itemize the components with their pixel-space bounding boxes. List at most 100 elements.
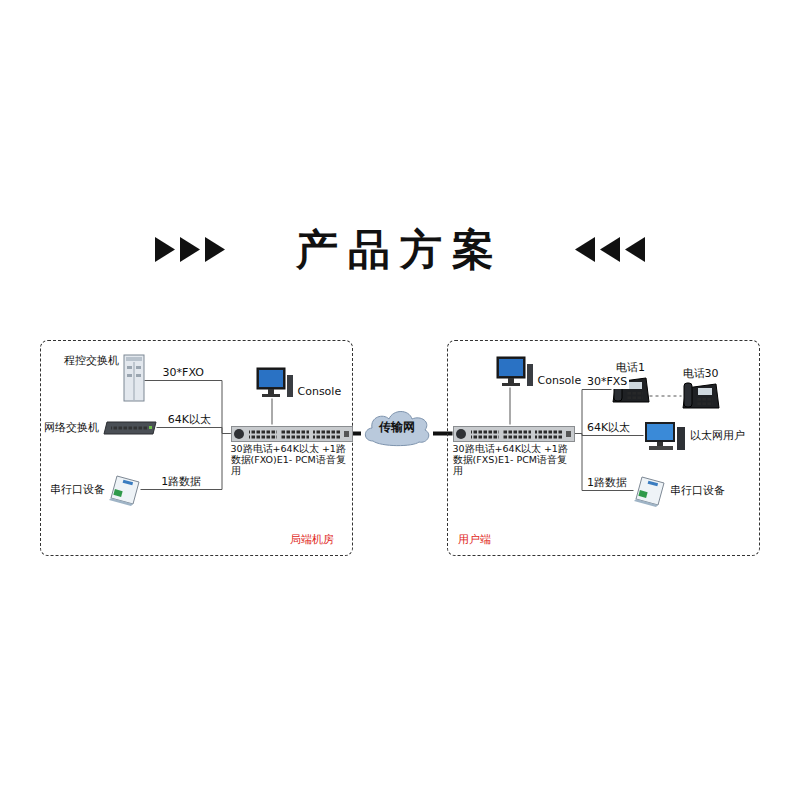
drawing-part [365,412,428,446]
drawing-part [127,366,132,369]
drawing-part [649,446,673,450]
drawing-part [127,374,132,377]
drawing-part [508,378,514,383]
drawing-part [647,424,673,440]
device-label: Console [298,385,342,398]
drawing-part [453,426,574,441]
drawing-part [205,237,225,262]
drawing-part [575,237,595,262]
console-pc: Console [256,367,342,399]
device-icon [256,367,294,399]
drawing-part [697,398,713,405]
pcm-multiplexer: 30路电话+64K以太 +1路数据(FXS)E1- PCM语音复用 [453,425,575,477]
connector [353,432,362,436]
drawing-part [262,394,280,397]
device-icon [634,475,666,507]
network-switch: 网络交换机 [44,421,157,435]
drawing-part [625,237,645,262]
drawing-part [503,429,531,439]
device-label: 程控交换机 [64,354,119,367]
region-label: 局端机房 [290,532,334,547]
connector [157,428,231,434]
drawing-part [502,383,520,386]
connector [510,388,511,425]
connector [145,381,231,434]
connector [141,434,231,490]
edge-label: 1路数据 [585,477,629,489]
drawing-part [638,490,647,498]
connector [433,432,453,436]
connector [575,434,634,491]
drawing-part [698,388,712,395]
drawing-part [104,422,156,434]
site-region: 用户端 30路电话+64K以太 +1路数据(FXS)E1- PCM语音复用 Cons… [447,340,760,556]
device-icon [682,382,720,410]
drawing-part [499,359,523,376]
drawing-part [600,237,620,262]
pbx-device: 程控交换机 [64,354,145,402]
transport-cloud: 传输网 [361,407,433,447]
drawing-part [527,364,533,386]
device-icon [109,474,141,506]
device-label: 网络交换机 [44,421,99,434]
drawing-part [180,237,200,262]
multiplexer-chassis [453,425,575,443]
drawing-part [627,392,643,399]
drawing-part [281,429,309,439]
drawing-part [122,479,132,484]
drawing-part [259,370,283,387]
drawing-part [566,431,571,437]
device-icon [496,356,534,388]
drawing-part [257,368,285,389]
drawing-part [683,384,719,408]
device-label: 电话30 [683,367,719,380]
serial-device: 串行口设备 [634,475,725,507]
device-icon [123,354,145,402]
drawing-part [155,237,175,262]
drawing-part [684,383,692,407]
device-icon [103,421,157,435]
edge-label: 64K以太 [585,422,632,434]
drawing-part [136,366,141,369]
edge-label: 30*FXS [585,376,629,388]
device-label: 串行口设备 [50,483,105,496]
drawing-part [677,427,685,450]
region-label: 用户端 [458,532,491,547]
ethernet-user: 以太网用户 [644,421,745,451]
drawing-part [234,429,244,439]
device-caption: 30路电话+64K以太 +1路数据(FXS)E1- PCM语音复用 [453,443,575,477]
telephone: 电话30 [682,367,720,410]
device-label: Console [538,374,582,387]
drawing-part [149,426,152,429]
drawing-part [136,374,141,377]
drawing-part [231,426,352,441]
device-icon [644,421,686,451]
device-label: 电话1 [616,361,645,374]
connector [650,396,682,397]
drawing-part [634,499,658,507]
drawing-part [497,357,525,378]
drawing-part [111,426,147,430]
edge-label: 1路数据 [159,476,203,488]
drawing-part [647,480,657,485]
edge-label: 64K以太 [166,414,213,426]
drawing-part [113,489,122,497]
drawing-part [535,429,563,439]
drawing-part [124,355,144,401]
connector [272,399,273,425]
drawing-part [456,429,466,439]
drawing-part [645,422,675,442]
pcm-multiplexer: 30路电话+64K以太 +1路数据(FXO)E1- PCM语音复用 [231,425,353,477]
title: 产品方案 [0,222,800,278]
device-label: 串行口设备 [670,484,725,497]
cloud-label: 传输网 [379,419,415,436]
drawing-part [287,375,293,397]
device-label: 以太网用户 [690,429,745,442]
drawing-part [313,429,341,439]
drawing-part [268,389,274,394]
drawing-part [126,357,142,361]
drawing-part [249,429,277,439]
drawing-part [628,382,642,389]
